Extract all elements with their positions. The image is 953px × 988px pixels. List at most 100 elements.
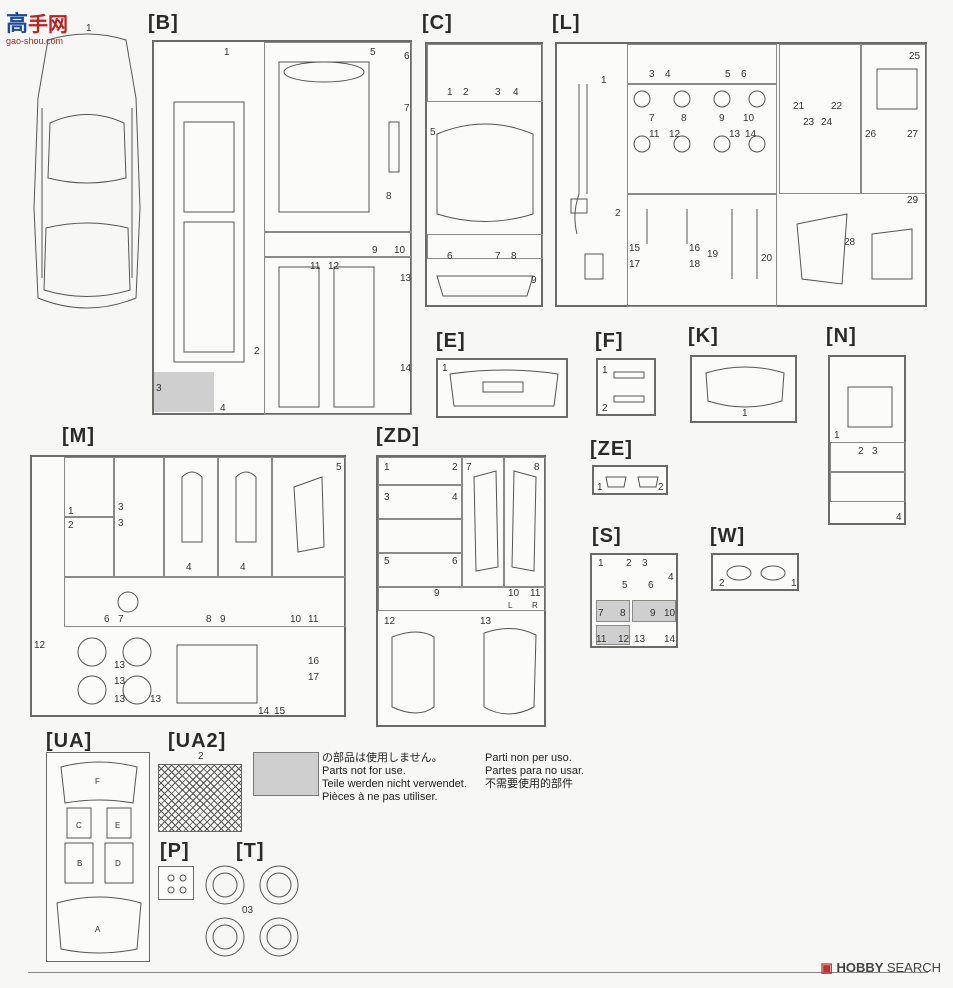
- sprue-m-part-13c: 13: [114, 694, 126, 705]
- sprue-zd-cell-a: [378, 457, 462, 485]
- sprue-c-part-2: 2: [463, 87, 469, 98]
- sprue-l: 1 2 3 4 5 6 7 8 9 10 11 12 13 14 15 16 1…: [555, 42, 927, 307]
- sprue-m-drawing: [77, 471, 325, 705]
- sprue-m-cell-2: [64, 517, 114, 577]
- sprue-ua-letter-a: A: [95, 925, 101, 934]
- sprue-ze-part-1: 1: [597, 482, 603, 493]
- sprue-b-interior-cell: [264, 257, 412, 415]
- sprue-s: 1 2 3 4 5 6 7 8 9 10 11 12 13 14: [590, 553, 678, 648]
- sprue-l-part-1: 1: [601, 75, 607, 86]
- sprue-s-label: [S]: [592, 525, 622, 547]
- sprue-s-part-13: 13: [634, 634, 646, 645]
- sprue-m-part-14: 14: [258, 706, 270, 717]
- sprue-l-part-17: 17: [629, 259, 641, 270]
- sprue-m-part-9: 9: [220, 614, 226, 625]
- sprue-b-part-10: 10: [394, 245, 406, 256]
- sprue-ua-label: [UA]: [46, 730, 93, 752]
- sprue-f-label: [F]: [595, 330, 624, 352]
- sprue-n-part-3: 3: [872, 446, 878, 457]
- sprue-m-cell-4b: [218, 457, 272, 577]
- notice-zh: 不需要使用的部件: [485, 778, 573, 790]
- notice-fr: Pièces à ne pas utiliser.: [322, 791, 438, 803]
- sprue-zd-part-11: 11: [530, 588, 541, 599]
- sprue-b-part-5: 5: [370, 47, 376, 58]
- sprue-f-part-2: 2: [602, 403, 608, 414]
- sprue-zd: 1 2 3 4 5 6 7 8 9 10 11 L R 12 13: [376, 455, 546, 727]
- sprue-m-part-8: 8: [206, 614, 212, 625]
- sprue-e-drawing: [449, 369, 559, 407]
- sprue-zd-cell-b: [378, 485, 462, 519]
- sprue-ua-letter-c: C: [76, 821, 82, 830]
- sprue-l-part-15: 15: [629, 243, 641, 254]
- sprue-c-part-8: 8: [511, 251, 517, 262]
- sprue-b-drawing: [173, 61, 400, 408]
- sprue-n-drawing: [847, 386, 893, 428]
- sprue-b-part-12: 12: [328, 261, 340, 272]
- sprue-b-part-14: 14: [400, 363, 412, 374]
- sprue-k-label: [K]: [688, 325, 719, 347]
- sprue-ua-letter-f: F: [95, 777, 100, 786]
- sprue-l-part-24: 24: [821, 117, 833, 128]
- sprue-zd-part-2: 2: [452, 462, 458, 473]
- sprue-b: 1 2 3 4 5 6 7 8 9 10 11 12 13 14: [152, 40, 412, 415]
- sprue-zd-cell-e: [378, 587, 546, 611]
- sprue-n-cell-a: [830, 442, 906, 472]
- sprue-w-drawing: [726, 565, 786, 581]
- sprue-m-part-2: 2: [68, 520, 74, 531]
- sprue-l-part-6: 6: [741, 69, 747, 80]
- sprue-m-part-3a: 3: [118, 502, 124, 513]
- sprue-l-part-21: 21: [793, 101, 805, 112]
- sprue-c-part-7: 7: [495, 251, 501, 262]
- sprue-l-part-25: 25: [909, 51, 921, 62]
- sprue-s-unused-a: [596, 600, 630, 622]
- sprue-l-part-29: 29: [907, 195, 919, 206]
- sprue-m-cell-1: [64, 457, 114, 517]
- hobby-search-brand: HOBBY: [836, 960, 884, 975]
- sprue-c-mid-cell: [427, 234, 543, 259]
- sprue-m-part-13a: 13: [114, 660, 126, 671]
- sprue-f-drawing: [613, 371, 645, 403]
- watermark-logo: 高手网 gao-shou.com: [6, 6, 68, 46]
- sprue-m-cell-5: [272, 457, 346, 577]
- sprue-zd-part-9: 9: [434, 588, 440, 599]
- notice-en: Parts not for use.: [322, 765, 406, 777]
- sprue-zd-drawing: [391, 470, 537, 715]
- sprue-s-part-9: 9: [650, 608, 656, 619]
- sprue-s-part-5: 5: [622, 580, 628, 591]
- sprue-s-part-4: 4: [668, 572, 674, 583]
- sprue-l-part-4: 4: [665, 69, 671, 80]
- sprue-s-part-1: 1: [598, 558, 604, 569]
- sprue-m-cell-3: [114, 457, 164, 577]
- sprue-b-part-9: 9: [372, 245, 378, 256]
- sprue-l-part-7: 7: [649, 113, 655, 124]
- sprue-l-part-28: 28: [844, 237, 856, 248]
- notice-ja: の部品は使用しません。: [322, 752, 443, 764]
- car-body-outline: 1: [28, 24, 146, 318]
- sprue-l-part-5: 5: [725, 69, 731, 80]
- sprue-m-part-10: 10: [290, 614, 302, 625]
- sprue-b-part-2: 2: [254, 346, 260, 357]
- sprue-n-part-2: 2: [858, 446, 864, 457]
- sprue-s-unused-c: [596, 625, 630, 645]
- hobby-search-suffix: SEARCH: [886, 960, 941, 975]
- notice-left: の部品は使用しません。 Parts not for use. Teile wer…: [322, 752, 467, 804]
- sprue-ua2-part-2: 2: [198, 751, 204, 762]
- sprue-m-part-13b: 13: [114, 676, 126, 687]
- sprue-m-part-6: 6: [104, 614, 110, 625]
- hobby-search-logo: ▣ HOBBY SEARCH: [821, 960, 941, 976]
- notice-right: Parti non per uso. Partes para no usar. …: [485, 752, 584, 791]
- sprue-e: 1: [436, 358, 568, 418]
- sprue-b-part-7: 7: [404, 103, 410, 114]
- sprue-s-part-3: 3: [642, 558, 648, 569]
- sprue-zd-part-7: 7: [466, 462, 472, 473]
- sprue-b-part-8: 8: [386, 191, 392, 202]
- sprue-s-part-7: 7: [598, 608, 604, 619]
- sprue-l-part-12: 12: [669, 129, 681, 140]
- sprue-c-part-5: 5: [430, 127, 436, 138]
- sprue-l-part-9: 9: [719, 113, 725, 124]
- sprue-m-part-13d: 13: [150, 694, 162, 705]
- sprue-s-unused-b: [632, 600, 676, 622]
- sprue-e-label: [E]: [436, 330, 466, 352]
- sprue-zd-label: [ZD]: [376, 425, 420, 447]
- sprue-b-engine-cell: [264, 42, 412, 232]
